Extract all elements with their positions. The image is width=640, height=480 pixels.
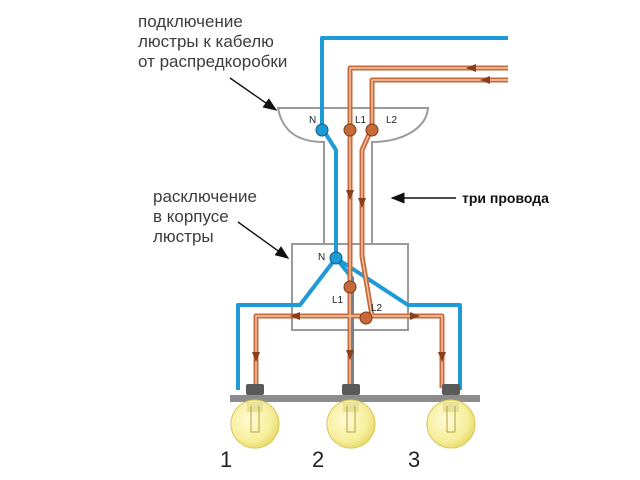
lamp-number-3: 3 xyxy=(408,447,420,472)
canopy-label-l1: L1 xyxy=(355,115,367,126)
right-callout: три провода xyxy=(462,190,549,206)
box-label-n: N xyxy=(318,252,325,263)
mid-callout-pointer xyxy=(237,221,290,259)
box-terminal-l1 xyxy=(343,280,357,294)
top-callout-line-1: подключение xyxy=(138,12,243,31)
light-bulb-icon xyxy=(230,384,280,449)
lamp-number-2: 2 xyxy=(312,447,324,472)
box-terminal-l2 xyxy=(359,311,373,325)
lamp-number-1: 1 xyxy=(220,447,232,472)
canopy-label-n: N xyxy=(309,115,316,126)
flow-arrows xyxy=(252,64,490,362)
box-terminal-n xyxy=(329,251,343,265)
light-bulb-icon xyxy=(426,384,476,449)
canopy-label-l2: L2 xyxy=(386,115,398,126)
box-label-l2: L2 xyxy=(371,303,383,314)
light-bulb-icon xyxy=(326,384,376,449)
top-callout: подключение люстры к кабелю от распредко… xyxy=(138,12,287,72)
canopy-terminal-n xyxy=(315,123,329,137)
mid-callout-line-1: расключение xyxy=(153,187,257,206)
mid-callout: расключение в корпусе люстры xyxy=(153,187,257,247)
box-label-l1: L1 xyxy=(332,295,344,306)
top-callout-line-2: люстры к кабелю xyxy=(138,32,274,51)
mid-callout-line-3: люстры xyxy=(153,227,214,246)
top-callout-line-3: от распредкоробки xyxy=(138,52,288,71)
top-callout-pointer xyxy=(229,77,278,111)
phase-wires xyxy=(253,65,508,388)
mid-callout-line-2: в корпусе xyxy=(153,207,229,226)
canopy-terminal-l2 xyxy=(365,123,379,137)
canopy-terminal-l1 xyxy=(343,123,357,137)
lamp-rail xyxy=(230,395,480,402)
